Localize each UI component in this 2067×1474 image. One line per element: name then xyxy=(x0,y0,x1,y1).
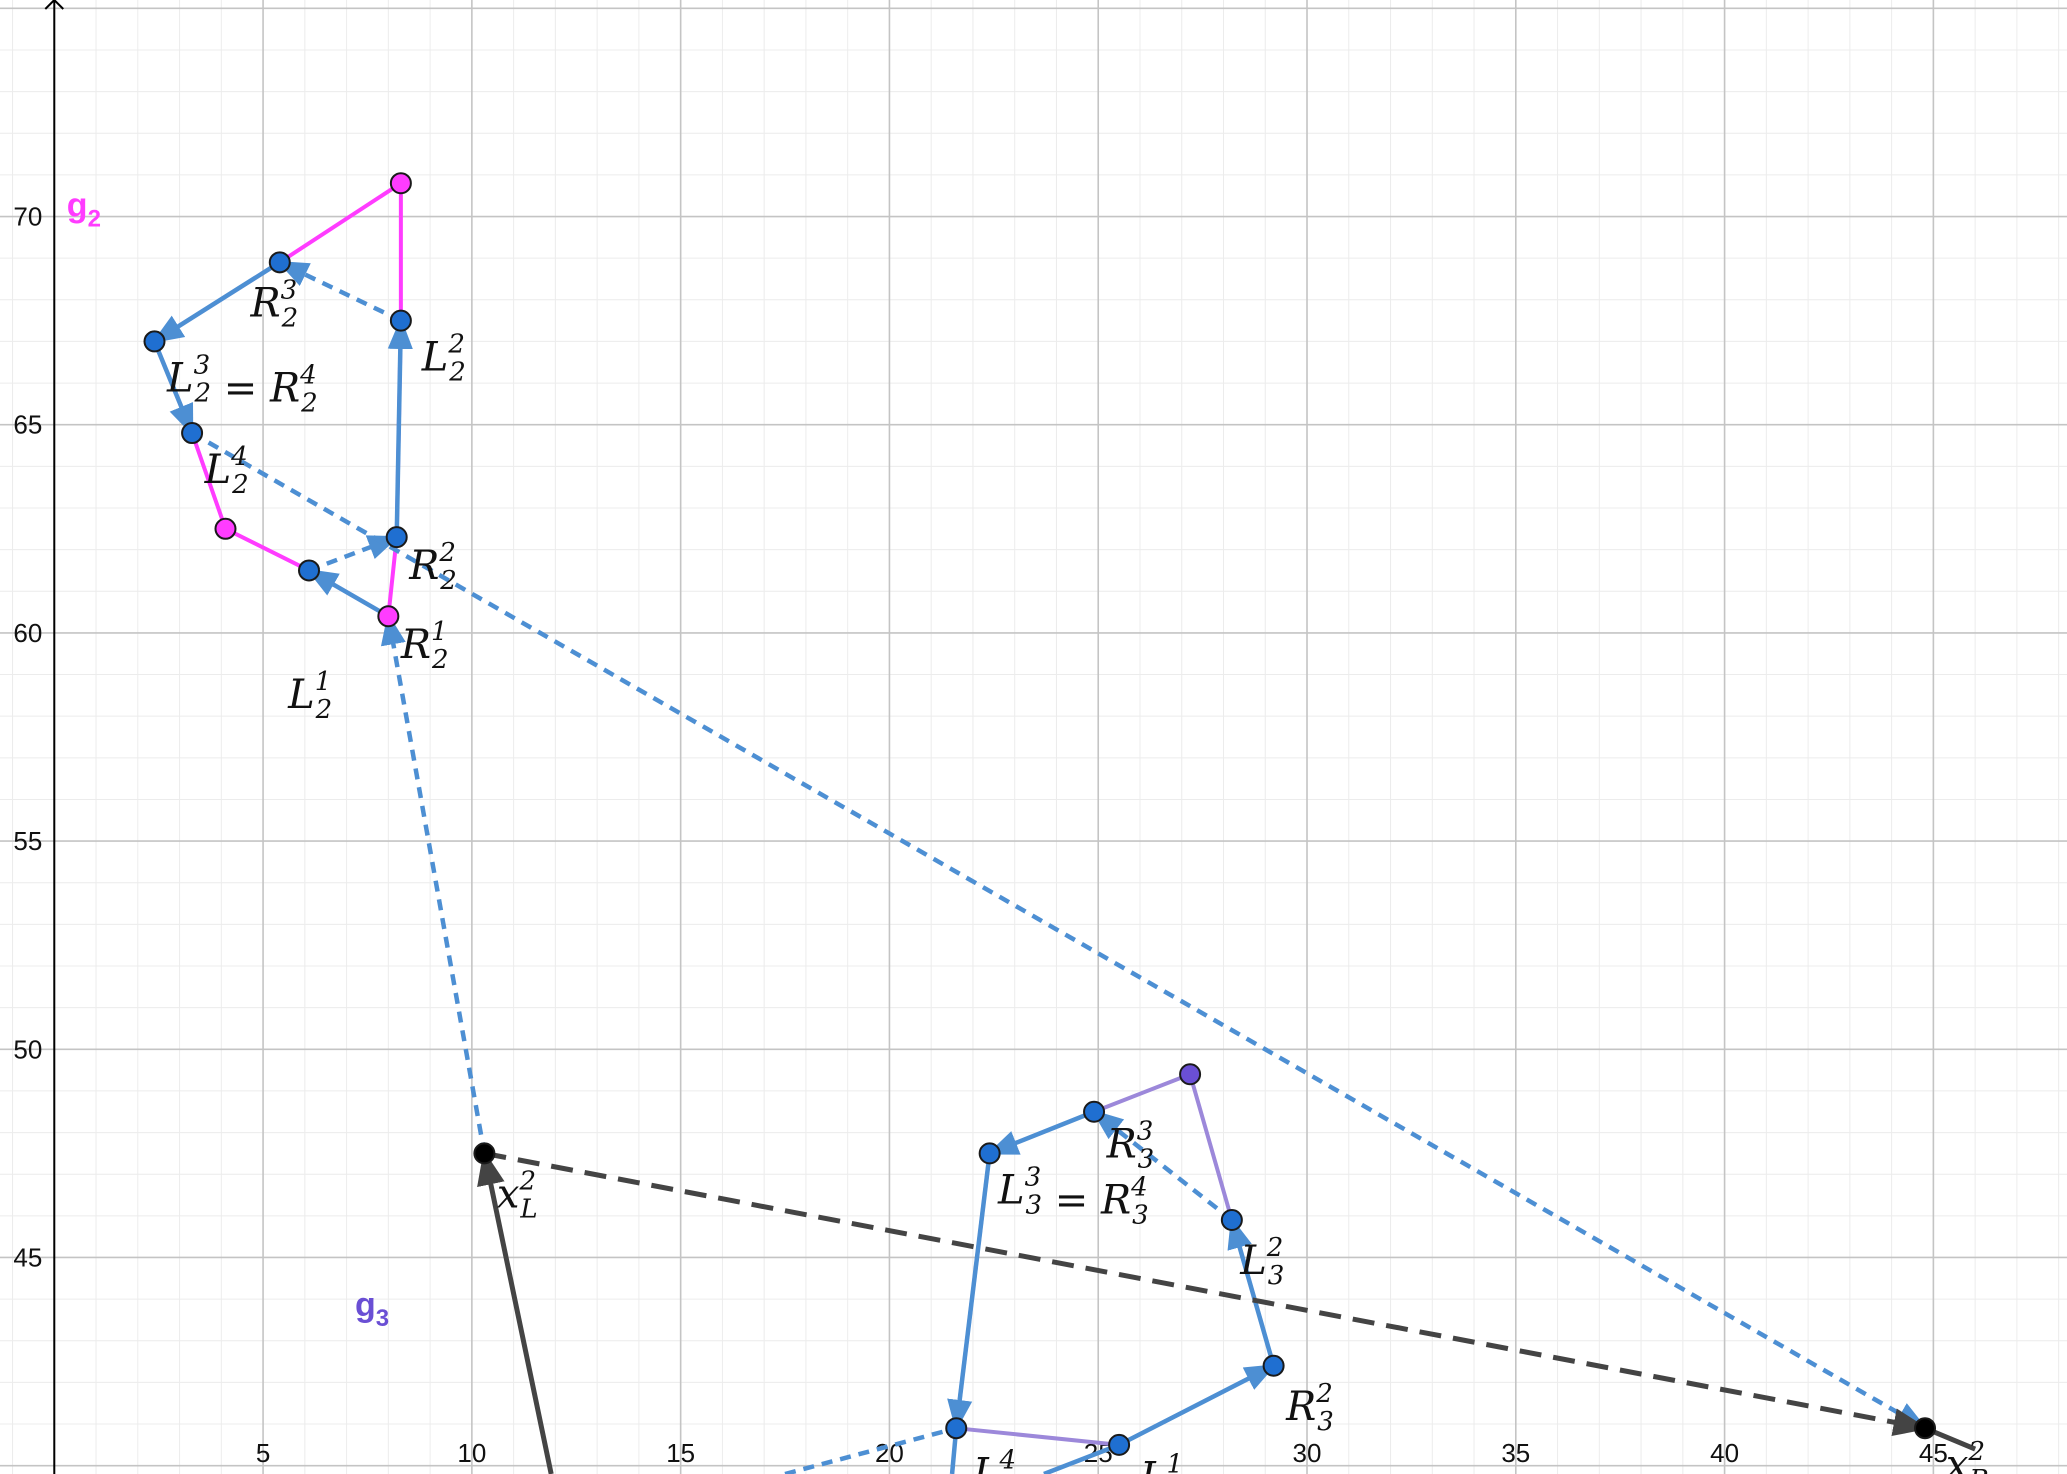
tick-labels: 51015202530354045455055606570 xyxy=(13,202,1947,1468)
route-point[interactable] xyxy=(298,559,321,582)
black-route-arrow xyxy=(483,1150,1929,1437)
x-tick-label: 5 xyxy=(256,1438,270,1468)
route-arrow xyxy=(986,1109,1095,1156)
route-arrow xyxy=(1091,1109,1234,1222)
route-arrow xyxy=(784,1426,957,1474)
route-point[interactable] xyxy=(181,422,204,445)
endpoint[interactable] xyxy=(1914,1417,1937,1440)
group-labels: g2 g3 xyxy=(67,187,389,1332)
x-tick-label: 30 xyxy=(1293,1438,1322,1468)
route-arrow xyxy=(190,431,1928,1431)
endpoint[interactable] xyxy=(473,1142,496,1165)
arrows xyxy=(151,260,1977,1474)
y-tick-label: 45 xyxy=(13,1242,42,1272)
x-tick-label: 40 xyxy=(1710,1438,1739,1468)
g2-vertex-point[interactable] xyxy=(377,605,400,628)
route-point[interactable] xyxy=(1083,1100,1106,1123)
y-tick-label: 65 xyxy=(13,410,42,440)
route-point[interactable] xyxy=(1108,1433,1131,1456)
point-label: L43 xyxy=(972,1445,1017,1474)
black-route-arrow xyxy=(477,1149,554,1474)
route-point[interactable] xyxy=(143,330,166,353)
point-label: L13 xyxy=(1139,1450,1184,1474)
points[interactable] xyxy=(143,172,1937,1456)
x-tick-label: 45 xyxy=(1919,1438,1948,1468)
g3-label: g3 xyxy=(355,1286,389,1332)
route-point[interactable] xyxy=(1262,1354,1285,1377)
route-arrow xyxy=(1043,1442,1120,1474)
g2-vertex-point[interactable] xyxy=(214,517,237,540)
route-point[interactable] xyxy=(385,526,408,549)
route-point[interactable] xyxy=(1220,1209,1243,1232)
route-arrow xyxy=(380,613,487,1154)
route-arrow xyxy=(1118,1363,1277,1447)
route-arrow xyxy=(1227,1216,1276,1367)
x-tick-label: 35 xyxy=(1501,1438,1530,1468)
route-arrow xyxy=(306,568,390,619)
route-arrow xyxy=(151,260,281,344)
g3-vertex-point[interactable] xyxy=(1179,1063,1202,1086)
y-tick-label: 55 xyxy=(13,826,42,856)
axes xyxy=(44,0,64,1474)
g2-label: g2 xyxy=(67,187,101,233)
route-arrow xyxy=(276,260,402,323)
point-label: x2R xyxy=(1946,1437,1989,1474)
g2-vertex-point[interactable] xyxy=(389,172,412,195)
x-tick-label: 15 xyxy=(666,1438,695,1468)
y-tick-label: 60 xyxy=(13,618,42,648)
route-arrow xyxy=(152,340,195,436)
route-point[interactable] xyxy=(978,1142,1001,1165)
route-point[interactable] xyxy=(268,251,291,274)
y-axis-arrow-icon xyxy=(44,0,64,10)
route-point[interactable] xyxy=(389,309,412,332)
y-tick-label: 50 xyxy=(13,1034,42,1064)
route-arrow xyxy=(387,317,413,538)
y-tick-label: 70 xyxy=(13,202,42,232)
x-tick-label: 10 xyxy=(457,1438,486,1468)
route-point[interactable] xyxy=(945,1417,968,1440)
route-arrow xyxy=(947,1153,992,1432)
